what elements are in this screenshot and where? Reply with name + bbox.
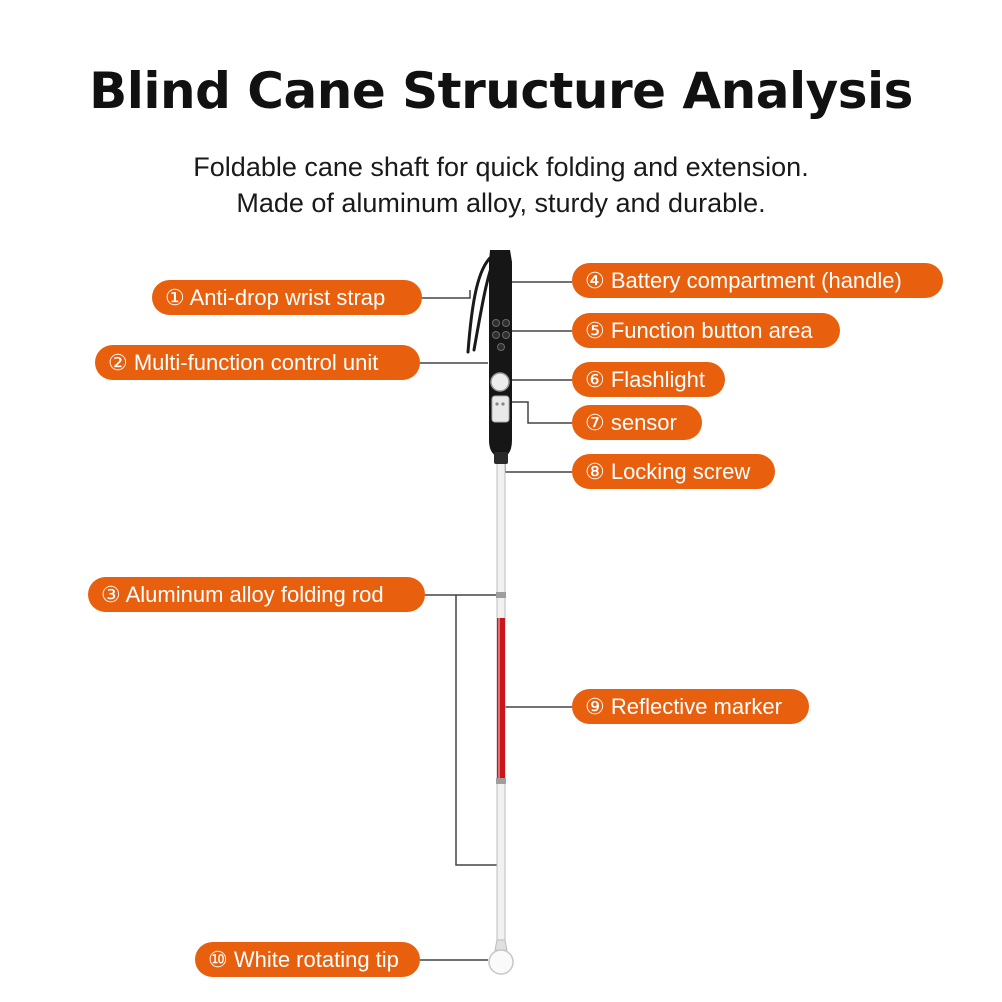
label-flashlight: ⑥ Flashlight xyxy=(572,362,725,397)
label-sensor: ⑦ sensor xyxy=(572,405,702,440)
fold-joint-lower-icon xyxy=(496,778,506,784)
leader-line-locking-screw xyxy=(504,455,572,473)
function-buttons-icon xyxy=(492,319,510,351)
leader-line-sensor xyxy=(512,401,572,424)
page-title: Blind Cane Structure Analysis xyxy=(89,62,913,120)
label-battery: ④ Battery compartment (handle) xyxy=(572,263,943,298)
leader-line-folding-rod-fold xyxy=(455,595,498,866)
fold-joint-icon xyxy=(496,592,506,598)
sensor-dot-icon xyxy=(495,402,499,406)
flashlight-icon xyxy=(490,372,510,392)
label-rotating-tip: ⑩ White rotating tip xyxy=(195,942,420,977)
label-locking-screw: ⑧ Locking screw xyxy=(572,454,775,489)
rotating-tip-icon xyxy=(494,939,508,951)
sensor-dot-icon xyxy=(501,402,505,406)
reflective-highlight-icon xyxy=(498,618,500,778)
locking-screw-icon xyxy=(494,452,508,464)
label-function-buttons: ⑤ Function button area xyxy=(572,313,840,348)
reflective-marker-icon xyxy=(497,618,505,778)
leader-line-wrist-strap xyxy=(422,290,471,299)
subtitle-line-2: Made of aluminum alloy, sturdy and durab… xyxy=(236,188,766,218)
label-folding-rod: ③ Aluminum alloy folding rod xyxy=(88,577,425,612)
label-wrist-strap: ① Anti-drop wrist strap xyxy=(152,280,422,315)
rotating-tip-ball-icon xyxy=(488,949,514,975)
sensor-icon xyxy=(491,395,510,423)
cane-handle-icon xyxy=(489,250,512,456)
label-control-unit: ② Multi-function control unit xyxy=(95,345,420,380)
label-reflective-marker: ⑨ Reflective marker xyxy=(572,689,809,724)
subtitle-line-1: Foldable cane shaft for quick folding an… xyxy=(193,152,809,182)
